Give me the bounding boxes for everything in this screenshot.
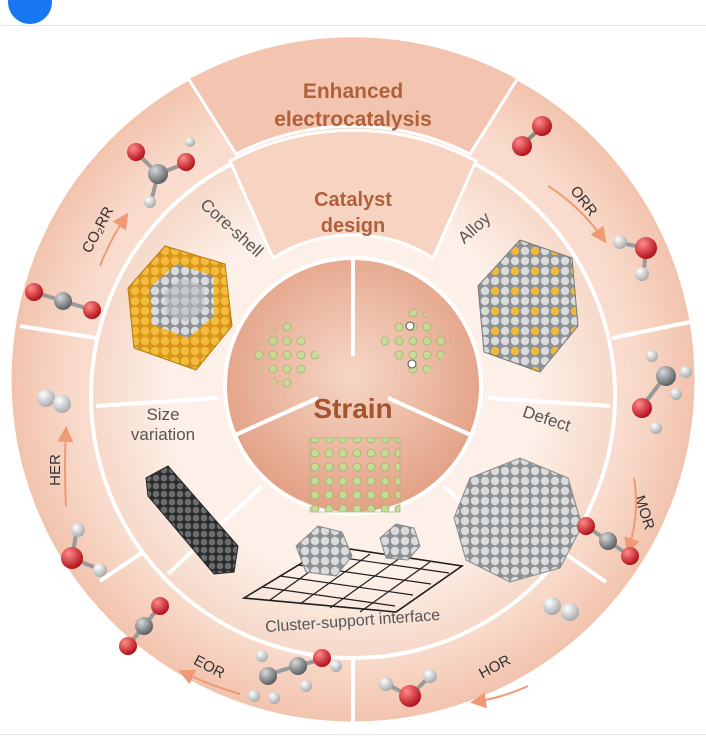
alloy-nanoparticle-icon xyxy=(477,239,579,373)
defect-nanoparticle-icon xyxy=(453,457,583,583)
o2-molecule-icon xyxy=(512,116,552,156)
defect-lattice-icon xyxy=(378,304,455,382)
co2-molecule-icon xyxy=(119,597,169,655)
her-label: HER xyxy=(47,454,64,486)
bottom-divider xyxy=(0,734,706,735)
center-dividers xyxy=(232,258,474,438)
outer-title-line2: electrocatalysis xyxy=(274,108,432,131)
co2-molecule-icon xyxy=(577,517,639,565)
middle-title-band xyxy=(228,128,478,261)
co2-molecule-icon xyxy=(25,283,101,319)
middle-title-line1: Catalyst xyxy=(314,189,392,211)
middle-title-line2: design xyxy=(321,215,385,237)
reaction-arrows xyxy=(57,185,640,709)
app-top-bar xyxy=(0,0,706,26)
app-logo-icon[interactable] xyxy=(8,0,52,24)
water-molecule-icon xyxy=(613,235,657,281)
outer-title-band xyxy=(185,34,521,156)
outer-title-line1: Enhanced xyxy=(303,80,403,103)
h2-molecule-icon xyxy=(37,389,71,413)
center-label: Strain xyxy=(313,393,392,424)
expanded-lattice-icon xyxy=(309,437,401,513)
ethanol-molecule-icon xyxy=(248,649,342,704)
formic-acid-molecule-icon xyxy=(127,137,195,208)
compressed-lattice-icon xyxy=(250,318,320,394)
top-divider xyxy=(0,25,706,26)
size-variation-label-line1: Size xyxy=(146,405,179,424)
h2-molecule-icon xyxy=(543,597,579,621)
water-molecule-icon xyxy=(61,523,107,577)
cluster-support-icon xyxy=(241,523,465,613)
methanol-molecule-icon xyxy=(632,350,692,434)
water-molecule-icon xyxy=(379,669,437,707)
strain-catalysis-diagram: Strain Enhanced electrocatalysis Catalys… xyxy=(8,34,698,726)
core-shell-nanoparticle-icon xyxy=(127,245,233,371)
size-variation-label-line2: variation xyxy=(131,425,195,444)
size-variation-nanorod-icon xyxy=(145,465,239,575)
